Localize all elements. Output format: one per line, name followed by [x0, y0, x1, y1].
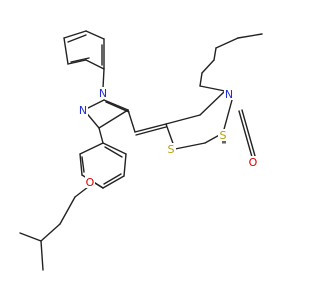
- atom-S-ring: S: [166, 143, 176, 156]
- bond: [85, 59, 105, 70]
- bond: [241, 109, 256, 157]
- bond: [81, 156, 85, 173]
- bond: [103, 99, 129, 111]
- svg-text:O: O: [249, 156, 258, 169]
- svg-text:N: N: [225, 88, 233, 101]
- bond: [134, 123, 167, 133]
- bond: [67, 59, 87, 65]
- bond: [67, 34, 87, 43]
- bond: [59, 196, 76, 225]
- bond: [40, 223, 61, 242]
- svg-text:S: S: [220, 129, 227, 142]
- bond: [213, 47, 217, 61]
- bond: [63, 37, 69, 65]
- bond: [74, 186, 89, 198]
- bond: [199, 85, 226, 92]
- bond: [199, 90, 226, 116]
- bond: [201, 59, 215, 74]
- molecule-diagram: S S N O N N O: [19, 30, 263, 271]
- bond: [103, 173, 122, 185]
- bond: [237, 33, 263, 39]
- svg-text:O: O: [86, 176, 95, 189]
- bond: [70, 57, 90, 63]
- bond: [79, 142, 104, 155]
- bond: [105, 101, 130, 113]
- molecule-canvas: S S N O N N O: [19, 30, 263, 271]
- bond: [63, 30, 87, 39]
- bond: [98, 109, 129, 129]
- bond: [40, 240, 44, 271]
- bond: [102, 68, 105, 89]
- bond: [98, 127, 104, 144]
- bond: [127, 109, 136, 133]
- svg-text:S: S: [168, 143, 175, 156]
- bond: [174, 142, 206, 150]
- atom-O-carbonyl: O: [248, 156, 258, 169]
- atom-N-pyrazole-1: N: [98, 87, 108, 100]
- atom-N-pyrazole-2: N: [78, 104, 88, 117]
- bond-layer: [19, 30, 263, 271]
- bond: [238, 110, 253, 158]
- atom-S-thione: S: [218, 129, 228, 142]
- bond: [165, 114, 201, 125]
- svg-text:N: N: [99, 87, 107, 100]
- bond: [102, 175, 125, 189]
- bond: [222, 99, 233, 134]
- bond: [123, 153, 127, 177]
- bond: [19, 232, 42, 242]
- bond: [104, 146, 123, 158]
- svg-text:N: N: [79, 104, 87, 117]
- bond: [79, 153, 83, 176]
- bond: [215, 37, 239, 49]
- atom-O-ether: O: [85, 176, 95, 189]
- atom-N-thiazolidine: N: [224, 88, 234, 101]
- bond: [135, 126, 167, 136]
- bond: [85, 30, 105, 40]
- bond: [102, 142, 127, 155]
- bond: [199, 72, 203, 87]
